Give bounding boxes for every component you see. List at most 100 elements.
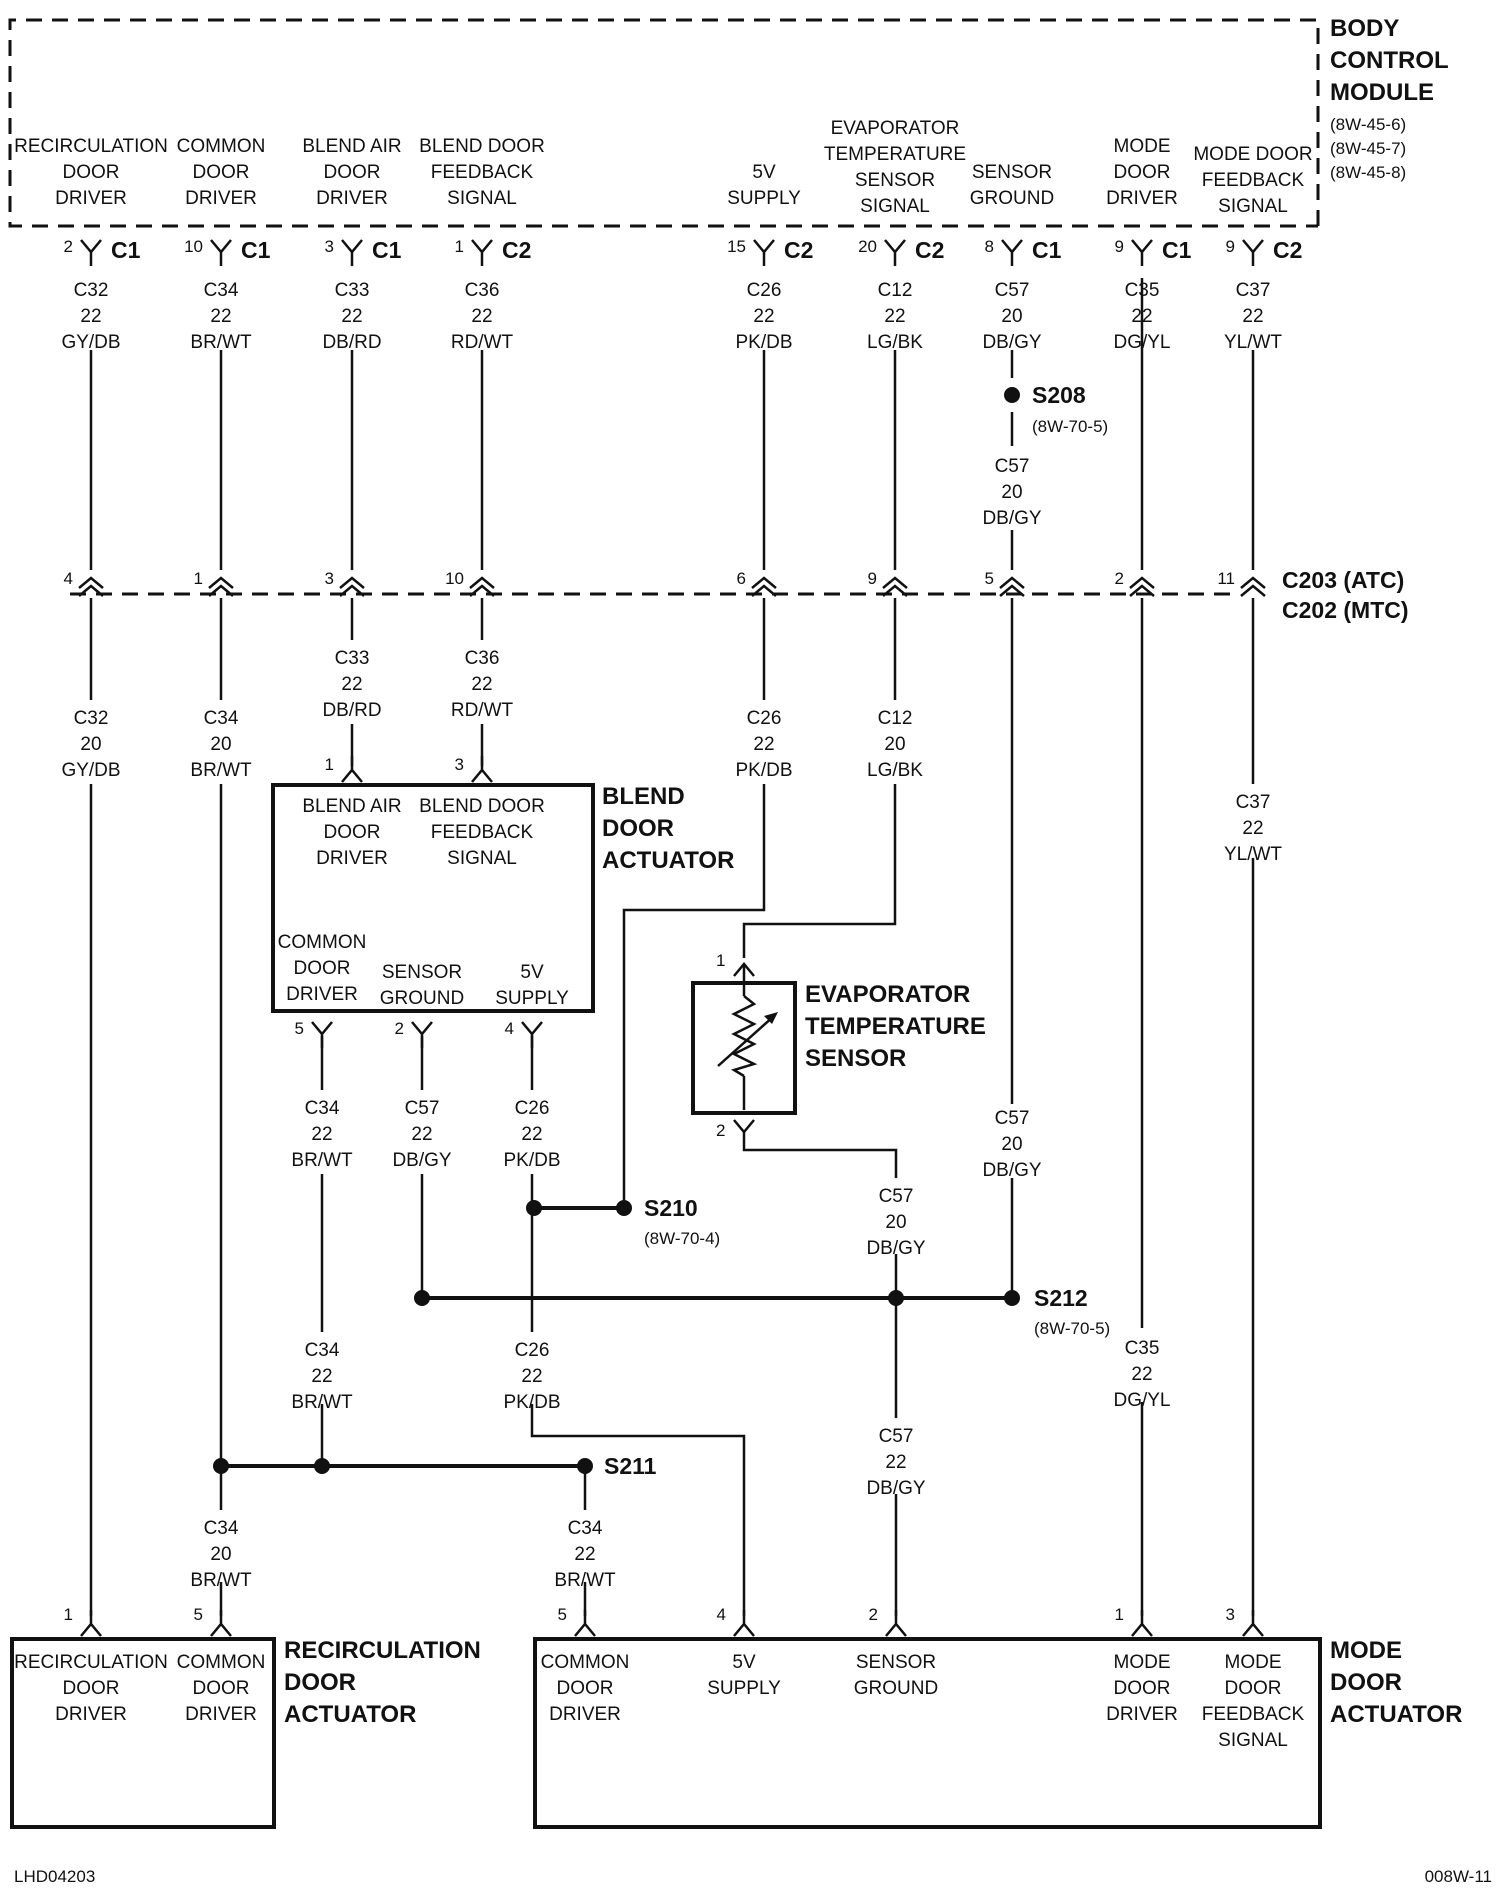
- inline-pin-number: 2: [1115, 569, 1124, 588]
- bcm-pin-label: COMMON: [177, 136, 266, 157]
- bcm-pin-label: DOOR: [1114, 162, 1171, 183]
- bcm-pin-label: DRIVER: [185, 188, 257, 209]
- wire-label: C37: [1236, 280, 1271, 301]
- wire-label: PK/DB: [503, 1392, 560, 1413]
- mode-pin-label: DOOR: [557, 1678, 614, 1699]
- mode-pin-label: DOOR: [1225, 1678, 1282, 1699]
- bcm-ref-2: (8W-45-7): [1330, 139, 1406, 158]
- splice-s212-name: S212: [1034, 1285, 1088, 1311]
- mode-title-1: MODE: [1330, 1637, 1402, 1664]
- wire-label: C33: [335, 648, 370, 669]
- mode-title-2: DOOR: [1330, 1669, 1402, 1696]
- wire-c12-to-evap: [742, 784, 897, 958]
- recirc-title-2: DOOR: [284, 1669, 356, 1696]
- wire-label: 20: [885, 1212, 906, 1233]
- wire-label: PK/DB: [735, 332, 792, 353]
- wire-label: DB/RD: [322, 700, 381, 721]
- bcm-pin-label: SUPPLY: [727, 188, 801, 209]
- splice-s211-dot-left: [213, 1458, 229, 1474]
- inline-pin-number: 5: [985, 569, 994, 588]
- mode-pin: 3: [1226, 1605, 1235, 1624]
- bcm-pin-number: 9: [1226, 237, 1235, 256]
- inline-pin-terminal: [339, 576, 365, 597]
- inline-pin-number: 4: [64, 569, 73, 588]
- splice-s211-name: S211: [604, 1453, 657, 1479]
- inline-pin-terminal: [882, 576, 908, 597]
- recirc-pin-label: DOOR: [193, 1678, 250, 1699]
- wire-label: 22: [1242, 306, 1263, 327]
- bcm-outline: [8, 18, 1320, 228]
- body-control-module: BODY CONTROL MODULE (8W-45-6) (8W-45-7) …: [8, 15, 1449, 228]
- wire-label: LG/BK: [867, 760, 923, 781]
- splice-s210: S210 (8W-70-4): [526, 1195, 720, 1248]
- splice-s212-dot-mid: [888, 1290, 904, 1306]
- mode-pin-label: 5V: [732, 1652, 756, 1673]
- blend-title-1: BLEND: [602, 783, 685, 810]
- splice-s212: S212 (8W-70-5): [414, 1285, 1110, 1338]
- wire-label: BR/WT: [190, 332, 252, 353]
- wire-label: BR/WT: [190, 760, 252, 781]
- s208-wire-gauge: 20: [1001, 482, 1022, 503]
- wire-label: BR/WT: [190, 1570, 252, 1591]
- mode-pin: 1: [1115, 1605, 1124, 1624]
- mode-terminal: [1242, 1610, 1264, 1637]
- wire-label: 22: [753, 734, 774, 755]
- blend-title-3: ACTUATOR: [602, 847, 734, 874]
- bcm-pin-label: EVAPORATOR: [831, 118, 960, 139]
- wire-label: 22: [1242, 818, 1263, 839]
- inline-pin-terminal: [1129, 576, 1155, 597]
- recirc-terminal: [80, 1610, 102, 1637]
- splice-s208-name: S208: [1032, 382, 1086, 408]
- splice-s212-ref: (8W-70-5): [1034, 1319, 1110, 1338]
- splice-s210-ref: (8W-70-4): [644, 1229, 720, 1248]
- bcm-ref-3: (8W-45-8): [1330, 163, 1406, 182]
- mode-pin: 5: [558, 1605, 567, 1624]
- mode-pin: 2: [869, 1605, 878, 1624]
- bcm-connector-id: C2: [784, 237, 813, 263]
- evap-title-1: EVAPORATOR: [805, 981, 970, 1008]
- evap-pin-2: 2: [716, 1121, 725, 1140]
- bcm-pin-labels: RECIRCULATIONDOORDRIVERCOMMONDOORDRIVERB…: [14, 118, 1313, 217]
- blend-bottom-label: 5V: [520, 962, 544, 983]
- blend-top-label: BLEND DOOR: [419, 796, 545, 817]
- bcm-connector-id: C1: [1162, 237, 1192, 263]
- wire-lines: [89, 278, 1255, 1616]
- wire-c26-to-mode: [530, 1404, 746, 1616]
- mode-pin-label: COMMON: [541, 1652, 630, 1673]
- wire-label: C12: [878, 708, 913, 729]
- wire-label: 20: [1001, 1134, 1022, 1155]
- mode-pin-label: SENSOR: [856, 1652, 936, 1673]
- s208-wire-color: DB/GY: [982, 508, 1041, 529]
- wire-label: BR/WT: [291, 1392, 353, 1413]
- blend-top-pin: 3: [455, 755, 464, 774]
- bcm-pin-label: RECIRCULATION: [14, 136, 168, 157]
- bcm-pin-number: 9: [1115, 237, 1124, 256]
- bcm-pin-label: BLEND DOOR: [419, 136, 545, 157]
- bcm-pin-number: 15: [727, 237, 746, 256]
- blend-bottom-label: GROUND: [380, 988, 464, 1009]
- blend-top-terminal: [471, 756, 493, 783]
- blend-top-pin: 1: [325, 755, 334, 774]
- wire-label: 22: [753, 306, 774, 327]
- bcm-pin-label: SENSOR: [855, 170, 935, 191]
- inline-connector-name-2: C202 (MTC): [1282, 597, 1409, 623]
- bcm-pin-terminal: [471, 239, 493, 266]
- mode-pin-label: DOOR: [1114, 1678, 1171, 1699]
- blend-bottom-pin: 5: [295, 1019, 304, 1038]
- wire-label: C34: [204, 1518, 239, 1539]
- lower-wire-labels: C5720DB/GYC5720DB/GYC3422BR/WTC2622PK/DB…: [190, 1108, 1170, 1591]
- thermistor-arrow-head: [764, 1012, 778, 1024]
- s208-wire-circuit: C57: [995, 456, 1030, 477]
- wire-label: 22: [341, 306, 362, 327]
- splice-s212-dot-right: [1004, 1290, 1020, 1306]
- bcm-pin-label: FEEDBACK: [1202, 170, 1305, 191]
- inline-pin-number: 10: [445, 569, 464, 588]
- recirc-pin: 1: [64, 1605, 73, 1624]
- blend-top-label: DOOR: [324, 822, 381, 843]
- wire-label: C34: [305, 1340, 340, 1361]
- splice-s208: S208 (8W-70-5) C57 20 DB/GY: [982, 382, 1108, 529]
- recirc-terminal: [210, 1610, 232, 1637]
- blend-door-actuator: BLEND DOOR ACTUATOR: [271, 783, 734, 1013]
- blend-bottom-label: COMMON: [278, 932, 367, 953]
